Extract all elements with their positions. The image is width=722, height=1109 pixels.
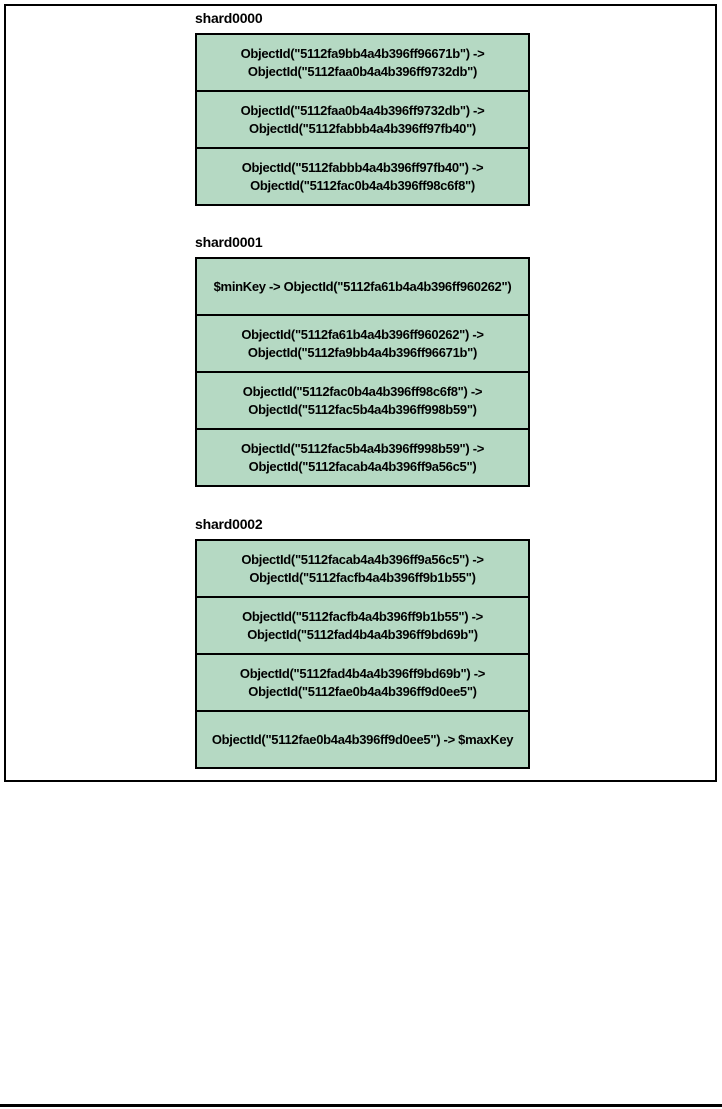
- chunk-range-box: ObjectId("5112facfb4a4b396ff9b1b55") -> O…: [195, 596, 530, 655]
- chunk-range-text: ObjectId("5112faa0b4a4b396ff9732db"): [247, 63, 478, 79]
- shard-label: shard0001: [195, 234, 263, 250]
- chunk-range-text: ObjectId("5112fad4b4a4b396ff9bd69b") ->: [239, 665, 486, 681]
- chunk-range-box: ObjectId("5112fac0b4a4b396ff98c6f8") -> O…: [195, 371, 530, 430]
- chunk-range-text: ObjectId("5112fac0b4a4b396ff98c6f8") ->: [242, 383, 483, 399]
- chunk-range-text: ObjectId("5112fae0b4a4b396ff9d0ee5") -> …: [211, 731, 514, 747]
- shard-label: shard0002: [195, 516, 263, 532]
- chunk-range-text: ObjectId("5112fabbb4a4b396ff97fb40") ->: [241, 159, 484, 175]
- chunk-stack: $minKey -> ObjectId("5112fa61b4a4b396ff9…: [195, 257, 530, 487]
- chunk-range-text: ObjectId("5112fa9bb4a4b396ff96671b") ->: [240, 45, 485, 61]
- chunk-range-box: ObjectId("5112fa61b4a4b396ff960262") -> O…: [195, 314, 530, 373]
- page-bottom-rule: [0, 1104, 722, 1107]
- chunk-range-text: ObjectId("5112faa0b4a4b396ff9732db") ->: [240, 102, 485, 118]
- chunk-range-text: ObjectId("5112fa61b4a4b396ff960262") ->: [241, 326, 484, 342]
- chunk-range-text: ObjectId("5112facfb4a4b396ff9b1b55") ->: [242, 608, 483, 624]
- chunk-range-text: ObjectId("5112fabbb4a4b396ff97fb40"): [249, 120, 476, 136]
- chunk-stack: ObjectId("5112facab4a4b396ff9a56c5") -> O…: [195, 539, 530, 769]
- chunk-range-box: ObjectId("5112fae0b4a4b396ff9d0ee5") -> …: [195, 710, 530, 769]
- chunk-range-text: ObjectId("5112fac5b4a4b396ff998b59") ->: [240, 440, 485, 456]
- chunk-range-box: ObjectId("5112faa0b4a4b396ff9732db") -> O…: [195, 90, 530, 149]
- chunk-stack: ObjectId("5112fa9bb4a4b396ff96671b") -> O…: [195, 33, 530, 206]
- chunk-range-box: ObjectId("5112facab4a4b396ff9a56c5") -> O…: [195, 539, 530, 598]
- shard-label: shard0000: [195, 10, 263, 26]
- chunk-range-text: ObjectId("5112fae0b4a4b396ff9d0ee5"): [248, 683, 477, 699]
- chunk-range-box: ObjectId("5112fad4b4a4b396ff9bd69b") -> O…: [195, 653, 530, 712]
- chunk-range-box: $minKey -> ObjectId("5112fa61b4a4b396ff9…: [195, 257, 530, 316]
- chunk-range-text: $minKey -> ObjectId("5112fa61b4a4b396ff9…: [213, 278, 512, 294]
- chunk-range-text: ObjectId("5112fac5b4a4b396ff998b59"): [248, 401, 477, 417]
- chunk-range-box: ObjectId("5112fac5b4a4b396ff998b59") -> O…: [195, 428, 530, 487]
- chunk-range-text: ObjectId("5112fa9bb4a4b396ff96671b"): [247, 344, 478, 360]
- chunk-range-text: ObjectId("5112fac0b4a4b396ff98c6f8"): [250, 177, 475, 193]
- chunk-range-text: ObjectId("5112facab4a4b396ff9a56c5") ->: [241, 551, 484, 567]
- chunk-range-text: ObjectId("5112fad4b4a4b396ff9bd69b"): [247, 626, 478, 642]
- chunk-range-box: ObjectId("5112fabbb4a4b396ff97fb40") -> O…: [195, 147, 530, 206]
- chunk-range-box: ObjectId("5112fa9bb4a4b396ff96671b") -> O…: [195, 33, 530, 92]
- chunk-range-text: ObjectId("5112facab4a4b396ff9a56c5"): [248, 458, 477, 474]
- chunk-range-text: ObjectId("5112facfb4a4b396ff9b1b55"): [249, 569, 476, 585]
- shard-group-shard0001: shard0001 $minKey -> ObjectId("5112fa61b4…: [195, 233, 530, 487]
